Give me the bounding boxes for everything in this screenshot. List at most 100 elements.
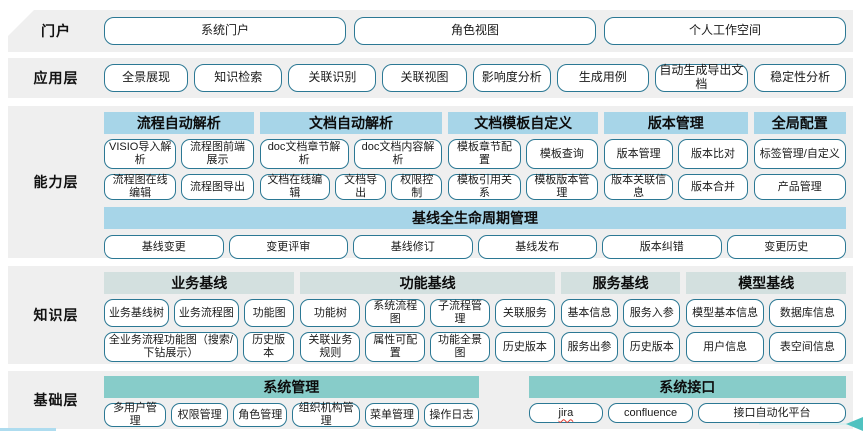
knowledge-button: 服务出参 [560,332,619,362]
group-header: 流程自动解析 [104,112,254,134]
knowledge-button: 模型基本信息 [686,299,764,327]
app-button: 知识检索 [194,64,283,92]
capability-button: doc文档内容解析 [353,139,443,169]
app-button: 生成用例 [556,64,649,92]
knowledge-button: 业务流程图 [173,299,239,327]
knowledge-button: 关联业务规则 [300,332,361,362]
knowledge-group: 业务基线 业务基线树 业务流程图 功能图 全业务流程功能图（搜索/下钻展示） 历… [104,272,295,362]
capability-button: 文档导出 [335,174,387,200]
capability-button: 模板引用关系 [448,174,521,200]
portal-button: 系统门户 [104,17,346,45]
foundation-button: 多用户管理 [104,402,167,427]
capability-button: 模板章节配置 [448,139,521,169]
knowledge-button: 数据库信息 [768,299,846,327]
layer-foundation: 基础层 系统管理 多用户管理 权限管理 角色管理 组织机构管理 菜单管理 操作日… [8,371,853,429]
group-header: 全局配置 [753,112,846,134]
foundation-group: 系统管理 多用户管理 权限管理 角色管理 组织机构管理 菜单管理 操作日志 [104,376,479,427]
app-button: 影响度分析 [472,64,551,92]
app-button: 自动生成导出文档 [654,63,749,92]
capability-group: 全局配置 标签管理/自定义 产品管理 [753,112,846,200]
group-header: 服务基线 [560,272,681,294]
knowledge-button: 业务基线树 [104,299,169,327]
layer-label-application: 应用层 [33,70,79,86]
capability-button: 模板查询 [525,139,599,169]
layer-portal: 门户 系统门户 角色视图 个人工作空间 [8,10,853,52]
knowledge-button: 系统流程图 [365,299,426,327]
capability-button: VISIO导入解析 [104,139,177,169]
foundation-button: 接口自动化平台 [697,403,846,423]
baseline-button: 版本纠错 [602,235,722,259]
baseline-button: 变更评审 [228,235,348,259]
foundation-button: 角色管理 [233,403,288,427]
knowledge-button: 功能图 [243,299,295,327]
knowledge-group: 模型基线 模型基本信息 数据库信息 用户信息 表空间信息 [686,272,846,362]
layer-label-portal: 门户 [41,23,71,39]
foundation-button: confluence [608,403,693,423]
layer-application: 应用层 全景展现 知识检索 关联识别 关联视图 影响度分析 生成用例 自动生成导… [8,58,853,98]
baseline-button: 基线修订 [353,235,473,259]
app-button: 稳定性分析 [754,64,847,92]
group-header: 文档自动解析 [259,112,443,134]
capability-group: 文档模板自定义 模板章节配置 模板查询 模板引用关系 模板版本管理 [448,112,599,200]
layer-label-capability: 能力层 [33,174,79,190]
app-button: 全景展现 [104,64,189,92]
capability-button: 版本关联信息 [604,174,674,200]
bottom-right-line [759,423,847,425]
portal-button: 个人工作空间 [604,17,846,45]
knowledge-button: 用户信息 [686,332,764,362]
capability-button: 产品管理 [753,174,846,200]
knowledge-button: 历史版本 [623,332,681,362]
layer-label-knowledge: 知识层 [33,307,79,323]
knowledge-button: 属性可配置 [365,332,426,362]
group-header: 版本管理 [604,112,748,134]
group-header: 业务基线 [104,272,295,294]
group-header: 模型基线 [686,272,846,294]
capability-button: 版本合并 [678,174,748,200]
capability-button: 流程图导出 [181,174,254,200]
group-header: 功能基线 [300,272,555,294]
capability-button: 版本管理 [604,139,674,169]
app-button: 关联视图 [382,64,467,92]
layer-knowledge: 知识层 业务基线 业务基线树 业务流程图 功能图 全业务流程功能图（搜索/下钻展… [8,266,853,364]
knowledge-button: 基本信息 [560,299,619,327]
bottom-left-line [0,428,56,431]
capability-button: 模板版本管理 [525,174,599,200]
knowledge-button: 子流程管理 [430,299,490,327]
group-header: 系统管理 [104,376,479,398]
foundation-button: 操作日志 [424,403,479,427]
capability-button: doc文档章节解析 [259,139,349,169]
capability-group: 流程自动解析 VISIO导入解析 流程图前端展示 流程图在线编辑 流程图导出 [104,112,254,200]
capability-group: 文档自动解析 doc文档章节解析 doc文档内容解析 文档在线编辑 文档导出 权… [259,112,443,200]
knowledge-group: 功能基线 功能树 系统流程图 子流程管理 关联服务 关联业务规则 属性可配置 功… [300,272,555,362]
knowledge-button: 关联服务 [494,299,555,327]
capability-group: 版本管理 版本管理 版本比对 版本关联信息 版本合并 [604,112,748,200]
knowledge-button: 历史版本 [494,332,555,362]
baseline-button: 基线变更 [104,235,224,259]
foundation-button: 权限管理 [171,403,229,427]
group-header: 文档模板自定义 [448,112,599,134]
knowledge-button: 表空间信息 [768,332,846,362]
layer-capability: 能力层 流程自动解析 VISIO导入解析 流程图前端展示 流程图在线编辑 流程图… [8,106,853,259]
portal-button: 角色视图 [354,17,596,45]
layer-label-foundation: 基础层 [33,392,79,408]
knowledge-button: 功能树 [300,299,361,327]
capability-button: 文档在线编辑 [259,174,331,200]
corner-decoration [8,10,34,36]
foundation-button: 菜单管理 [364,403,420,427]
capability-button: 流程图前端展示 [181,139,254,169]
knowledge-group: 服务基线 基本信息 服务入参 服务出参 历史版本 [560,272,681,362]
knowledge-button: 功能全景图 [430,332,490,362]
knowledge-button: 历史版本 [242,332,295,362]
baseline-button: 变更历史 [726,235,846,259]
baseline-header: 基线全生命周期管理 [104,207,846,229]
left-arrow-icon [846,417,863,431]
knowledge-button: 全业务流程功能图（搜索/下钻展示） [104,332,238,362]
app-button: 关联识别 [288,64,377,92]
foundation-group: 系统接口 jira confluence 接口自动化平台 [528,376,846,423]
capability-button: 流程图在线编辑 [104,174,177,200]
knowledge-button: 服务入参 [623,299,681,327]
capability-button: 权限控制 [391,174,443,200]
capability-button: 版本比对 [678,139,748,169]
foundation-button: 组织机构管理 [292,402,360,427]
baseline-button: 基线发布 [477,235,597,259]
